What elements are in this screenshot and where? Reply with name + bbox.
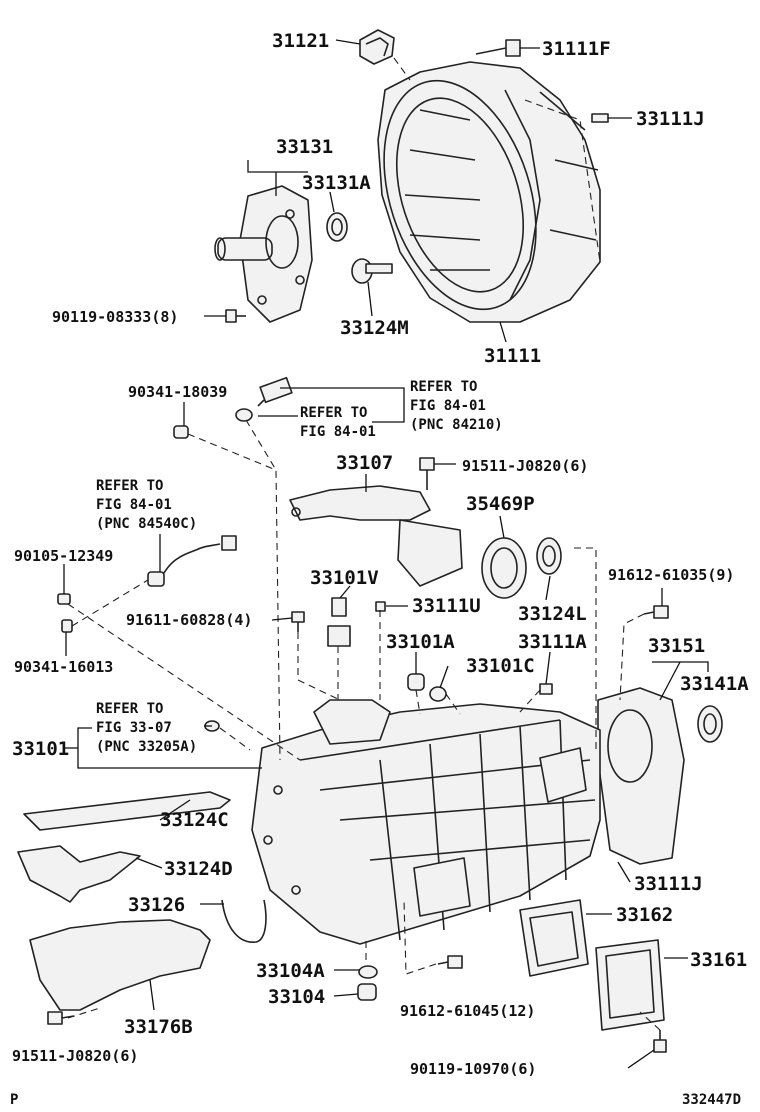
part-labels: 31121 31111F 33111J 33131 33131A 90119-0… bbox=[12, 30, 749, 1078]
part-33161-cover bbox=[595, 939, 665, 1031]
part-33111a-pin bbox=[539, 683, 553, 695]
label-91611-60828: 91611-60828(4) bbox=[126, 611, 252, 629]
part-33107-bracket bbox=[289, 485, 463, 587]
diagram-id: 332447D bbox=[682, 1092, 741, 1108]
label-90119-10970: 90119-10970(6) bbox=[410, 1060, 536, 1078]
ref3-line2: FIG 84-01 bbox=[96, 497, 172, 513]
part-33131-cover bbox=[214, 185, 313, 323]
part-35469p-ring bbox=[481, 537, 527, 599]
part-33124m-shaft bbox=[351, 258, 393, 284]
part-33104a-gasket bbox=[358, 965, 378, 979]
ref4-line1: REFER TO bbox=[96, 701, 163, 717]
reference-note-33205a: REFER TO FIG 33-07 (PNC 33205A) bbox=[96, 701, 197, 755]
label-33124m: 33124M bbox=[340, 317, 409, 339]
part-33176b-cover bbox=[29, 919, 211, 1011]
label-31121: 31121 bbox=[272, 30, 329, 52]
part-90119-10970-bolt bbox=[653, 1030, 667, 1053]
label-91511-j0820-top: 91511-J0820(6) bbox=[462, 457, 588, 475]
part-33162-gasket bbox=[519, 899, 589, 977]
label-33161: 33161 bbox=[690, 949, 747, 971]
label-33141a: 33141A bbox=[680, 673, 749, 695]
label-33104a: 33104A bbox=[256, 960, 325, 982]
reference-note-84540c: REFER TO FIG 84-01 (PNC 84540C) bbox=[96, 478, 197, 532]
label-33101v: 33101V bbox=[310, 567, 379, 589]
part-33124d-bracket bbox=[17, 845, 141, 903]
label-33131: 33131 bbox=[276, 136, 333, 158]
label-33101c: 33101C bbox=[466, 655, 535, 677]
reference-note-84210: REFER TO FIG 84-01 (PNC 84210) bbox=[410, 379, 503, 433]
ref4-line2: FIG 33-07 bbox=[96, 720, 172, 736]
label-33126: 33126 bbox=[128, 894, 185, 916]
part-31121-clip bbox=[359, 29, 395, 65]
label-31111: 31111 bbox=[484, 345, 541, 367]
part-91612-61035-bolt bbox=[643, 605, 669, 619]
part-33126-spring bbox=[221, 899, 267, 943]
label-33111j-top: 33111J bbox=[636, 108, 705, 130]
ref2-line2: FIG 84-01 bbox=[300, 424, 376, 440]
part-90341-18039-plug bbox=[173, 425, 189, 439]
label-33162: 33162 bbox=[616, 904, 673, 926]
label-90341-18039: 90341-18039 bbox=[128, 383, 227, 401]
part-gasket-ring bbox=[235, 408, 253, 422]
label-33111j-bottom: 33111J bbox=[634, 873, 703, 895]
ref2-line1: REFER TO bbox=[300, 405, 367, 421]
label-33111a: 33111A bbox=[518, 631, 587, 653]
part-31111-bell-housing bbox=[377, 61, 601, 323]
label-33107: 33107 bbox=[336, 452, 393, 474]
ref3-line3: (PNC 84540C) bbox=[96, 516, 197, 532]
label-90105-12349: 90105-12349 bbox=[14, 547, 113, 565]
part-33111j-pin-top bbox=[591, 113, 609, 123]
part-90105-12349-plug bbox=[57, 593, 71, 605]
ref1-line2: FIG 84-01 bbox=[410, 398, 486, 414]
part-33151-extension-housing bbox=[597, 687, 685, 865]
label-90119-08333: 90119-08333(8) bbox=[52, 308, 178, 326]
part-90341-16013-plug bbox=[61, 619, 73, 633]
label-90341-16013: 90341-16013 bbox=[14, 658, 113, 676]
part-33101a-plug bbox=[407, 673, 425, 691]
part-33141a-seal bbox=[697, 705, 723, 743]
ref3-line1: REFER TO bbox=[96, 478, 163, 494]
part-91611-60828-bolt bbox=[291, 611, 305, 632]
ref4-line3: (PNC 33205A) bbox=[96, 739, 197, 755]
label-33151: 33151 bbox=[648, 635, 705, 657]
label-33111u: 33111U bbox=[412, 595, 481, 617]
part-33104-plug bbox=[357, 983, 377, 1001]
part-31111f-bolt bbox=[475, 39, 521, 57]
part-speed-sensor bbox=[147, 535, 237, 587]
part-91511-j0820-bolt-top bbox=[419, 457, 435, 490]
part-33131a-seal bbox=[326, 212, 348, 242]
part-33101c-gasket bbox=[429, 686, 447, 702]
part-33101v-breather bbox=[327, 597, 351, 647]
label-91612-61035: 91612-61035(9) bbox=[608, 566, 734, 584]
part-33124l-seal bbox=[536, 537, 562, 575]
part-33101-transmission-case bbox=[251, 699, 601, 945]
label-33104: 33104 bbox=[268, 986, 325, 1008]
reference-note-84-01: REFER TO FIG 84-01 bbox=[300, 405, 376, 440]
assembly-dashed-lines bbox=[67, 57, 661, 1031]
part-90119-08333-bolt bbox=[225, 309, 246, 323]
label-33101: 33101 bbox=[12, 738, 69, 760]
label-33176b: 33176B bbox=[124, 1016, 193, 1038]
label-33124d: 33124D bbox=[164, 858, 233, 880]
label-33124c: 33124C bbox=[160, 809, 229, 831]
ref1-line3: (PNC 84210) bbox=[410, 417, 503, 433]
label-33131a: 33131A bbox=[302, 172, 371, 194]
label-31111f: 31111F bbox=[542, 38, 611, 60]
label-33124l: 33124L bbox=[518, 603, 587, 625]
label-91612-61045: 91612-61045(12) bbox=[400, 1002, 535, 1020]
label-35469p: 35469P bbox=[466, 493, 535, 515]
part-33124c-plate bbox=[23, 791, 231, 831]
leader-lines bbox=[63, 39, 709, 1069]
part-33111u-pin bbox=[375, 601, 386, 612]
label-91511-j0820-bottom: 91511-J0820(6) bbox=[12, 1047, 138, 1065]
ref1-line1: REFER TO bbox=[410, 379, 477, 395]
part-91511-j0820-bolt-bottom bbox=[47, 1011, 75, 1025]
page-mark: P bbox=[10, 1092, 18, 1108]
part-switch-top bbox=[257, 376, 293, 407]
part-91612-61045-bolt bbox=[437, 955, 463, 969]
label-33101a: 33101A bbox=[386, 631, 455, 653]
